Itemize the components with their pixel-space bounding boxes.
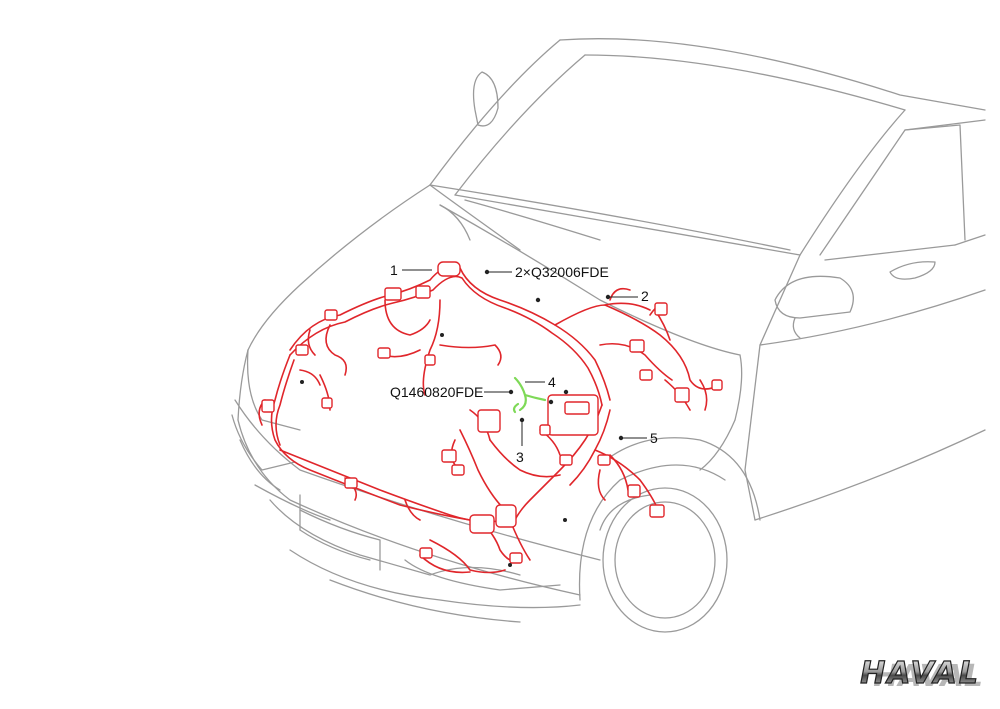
callout-3: 3 [516,449,524,465]
callout-bolt-q1460820fde: Q1460820FDE [390,384,483,400]
callout-5: 5 [650,430,658,446]
callout-4: 4 [548,374,556,390]
callout-bolt-q32006fde: 2×Q32006FDE [515,264,609,280]
callout-2: 2 [641,288,649,304]
svg-text:HAVAL: HAVAL [873,659,983,694]
haval-logo: HAVAL HAVAL [860,655,983,694]
svg-text:HAVAL: HAVAL [860,656,980,691]
engine-wiring-harness [258,265,721,574]
callout-1: 1 [390,262,398,278]
ground-bolts [300,269,624,567]
car-body-outline [231,38,986,633]
callout-labels: 1 2×Q32006FDE 2 4 Q1460820FDE 3 5 [390,262,658,465]
callout-leaders [402,269,647,446]
harness-connectors [261,261,723,564]
highlighted-part-4 [512,376,547,414]
